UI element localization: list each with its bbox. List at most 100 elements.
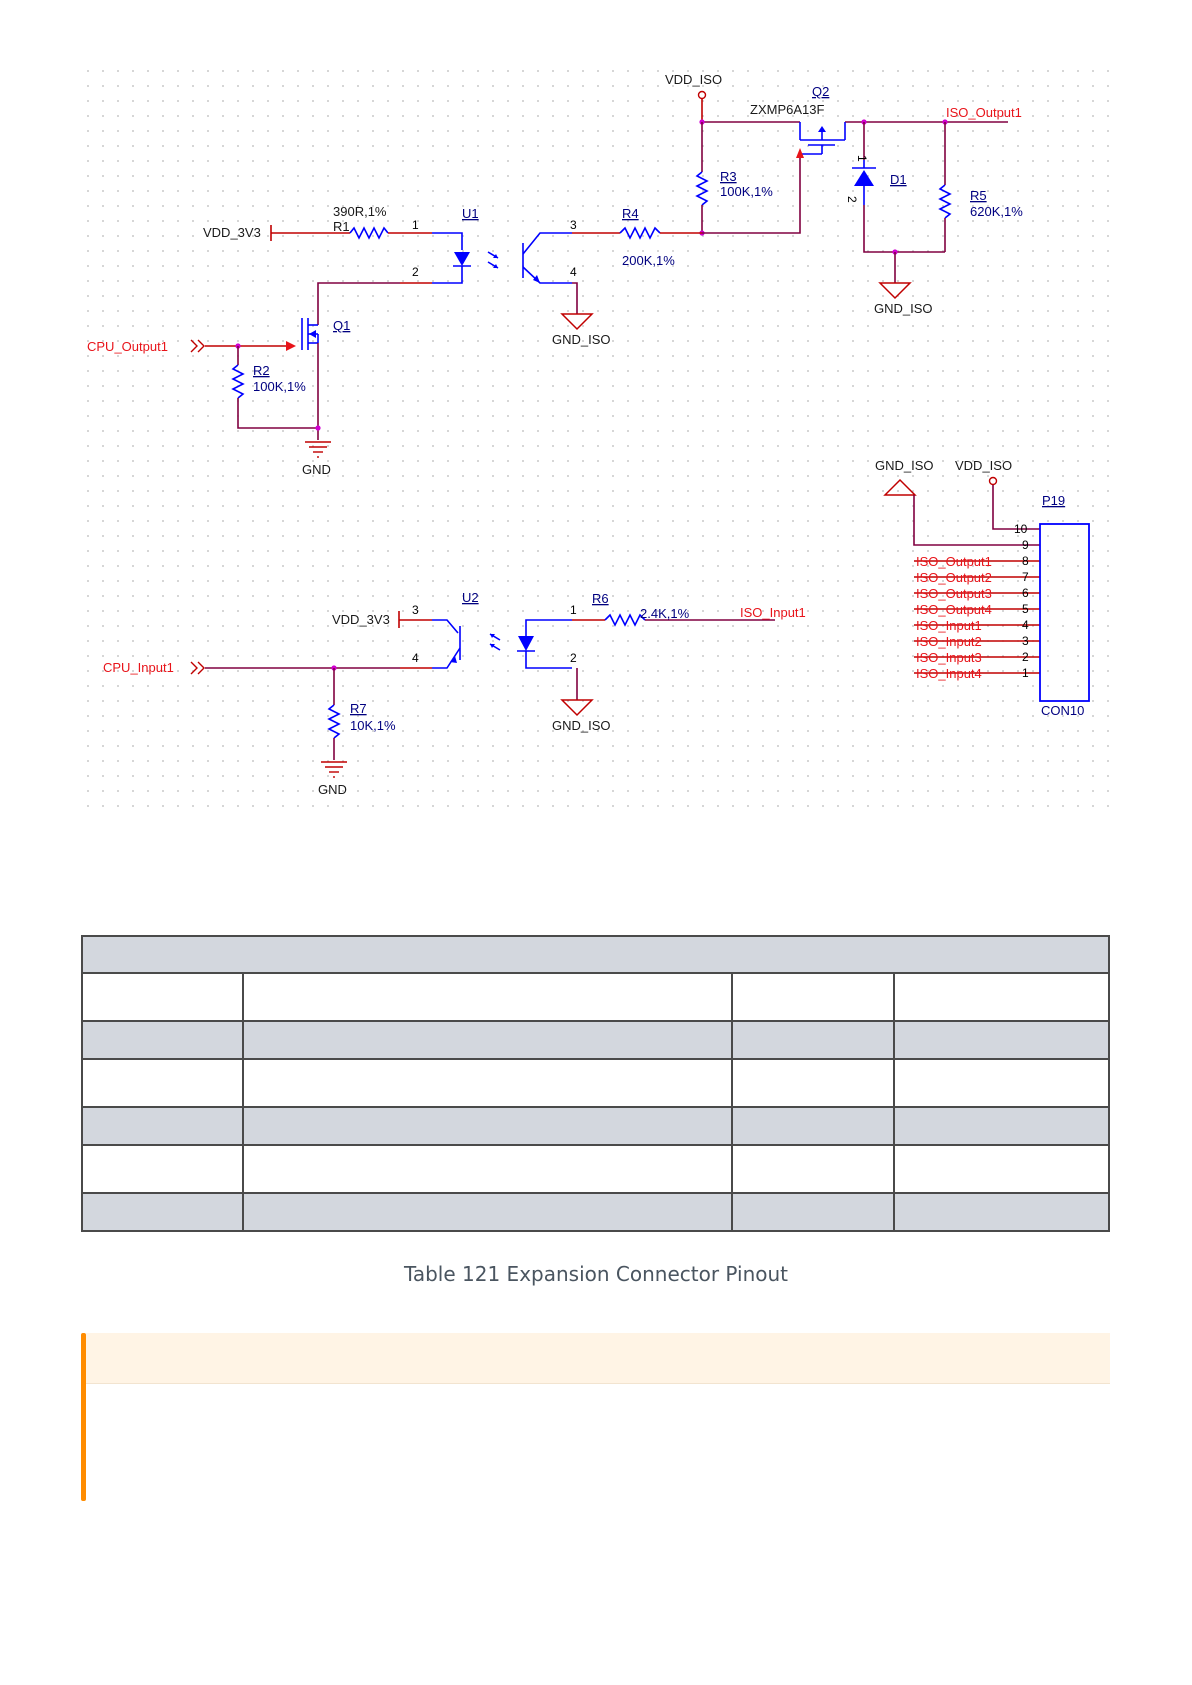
connector-pin: ISO_Input1 4 xyxy=(914,618,1040,633)
table-cell xyxy=(893,1020,1110,1060)
table-cell xyxy=(242,1058,733,1108)
vdd-3v3-label: VDD_3V3 xyxy=(203,225,261,240)
r5-resistor xyxy=(938,184,952,219)
r7-val: 10K,1% xyxy=(350,718,396,733)
vdd-3v3-input-label: VDD_3V3 xyxy=(332,612,390,627)
gnd-iso-d1-label: GND_ISO xyxy=(874,301,933,316)
r1-ref: R1 xyxy=(333,219,350,234)
svg-text:10: 10 xyxy=(1014,522,1028,536)
table-row xyxy=(81,1106,1110,1146)
table-cell xyxy=(242,1144,733,1194)
u2-pin2: 2 xyxy=(570,651,577,665)
u2-pin4: 4 xyxy=(412,651,419,665)
svg-text:5: 5 xyxy=(1022,602,1029,616)
svg-text:2: 2 xyxy=(1022,650,1029,664)
r2-ref: R2 xyxy=(253,363,270,378)
gnd-symbol-2 xyxy=(321,761,347,778)
table-cell xyxy=(81,1020,244,1060)
q1-mosfet xyxy=(301,318,319,350)
svg-text:ISO_Input4: ISO_Input4 xyxy=(916,666,982,681)
table-row xyxy=(81,1058,1110,1108)
r2-resistor xyxy=(231,364,245,399)
q2-mosfet xyxy=(796,122,846,158)
gnd-iso-u2-symbol xyxy=(560,699,594,717)
gnd-iso-d1-symbol xyxy=(878,282,912,300)
r3-ref: R3 xyxy=(720,169,737,184)
table-title-row xyxy=(81,935,1110,974)
schematic-diagram: VDD_ISO ISO_Output1 Q2 ZXMP6A13F R3 100K… xyxy=(86,68,1116,818)
table-caption: Table 121 Expansion Connector Pinout xyxy=(403,1262,789,1286)
table-cell xyxy=(81,1058,244,1108)
gnd-iso-u2-label: GND_ISO xyxy=(552,718,611,733)
r4-resistor xyxy=(619,226,661,240)
vdd-iso-symbol xyxy=(697,90,707,100)
connector-pin: ISO_Output2 7 xyxy=(914,570,1040,585)
connector-pin: ISO_Input2 3 xyxy=(914,634,1040,649)
q2-ref: Q2 xyxy=(812,84,829,99)
svg-text:ISO_Input3: ISO_Input3 xyxy=(916,650,982,665)
table-cell xyxy=(893,1106,1110,1146)
connector-pin: 10 xyxy=(1014,522,1028,536)
svg-text:ISO_Output3: ISO_Output3 xyxy=(916,586,992,601)
r7-resistor xyxy=(327,704,341,739)
pinout-table xyxy=(81,935,1110,1232)
table-row xyxy=(81,972,1110,1022)
d1-pin2: 2 xyxy=(845,196,859,203)
table-cell xyxy=(893,972,1110,1022)
table-cell xyxy=(893,1058,1110,1108)
gnd-iso-u1-symbol xyxy=(560,313,594,331)
gnd-label-1: GND xyxy=(302,462,331,477)
table-cell xyxy=(731,972,895,1022)
r5-ref: R5 xyxy=(970,188,987,203)
table-cell xyxy=(81,972,244,1022)
table-cell xyxy=(731,1144,895,1194)
cpu-output1-label: CPU_Output1 xyxy=(87,339,168,354)
table-cell xyxy=(731,1058,895,1108)
svg-text:ISO_Output2: ISO_Output2 xyxy=(916,570,992,585)
svg-text:3: 3 xyxy=(1022,634,1029,648)
svg-text:9: 9 xyxy=(1022,538,1029,552)
svg-text:ISO_Input2: ISO_Input2 xyxy=(916,634,982,649)
svg-text:4: 4 xyxy=(1022,618,1029,632)
connector-gnd-iso-label: GND_ISO xyxy=(875,458,934,473)
connector-pin: 9 xyxy=(1022,538,1029,552)
d1-pin1: 1 xyxy=(855,155,869,162)
connector-ref: P19 xyxy=(1042,493,1065,508)
connector-part: CON10 xyxy=(1041,703,1084,718)
r4-val: 200K,1% xyxy=(622,253,675,268)
table-cell xyxy=(242,1106,733,1146)
connector-pin: ISO_Output4 5 xyxy=(914,602,1040,617)
table-cell xyxy=(731,1192,895,1232)
r6-val: 2.4K,1% xyxy=(640,606,690,621)
table-row xyxy=(81,1020,1110,1060)
iso-input1-net-label: ISO_Input1 xyxy=(740,605,806,620)
u1-pin4: 4 xyxy=(570,265,577,279)
table-cell xyxy=(242,972,733,1022)
r6-ref: R6 xyxy=(592,591,609,606)
connector-pin: ISO_Output1 8 xyxy=(914,554,1040,569)
r7-ref: R7 xyxy=(350,701,367,716)
gnd-label-2: GND xyxy=(318,782,347,797)
u2-ref: U2 xyxy=(462,590,479,605)
d1-ref: D1 xyxy=(890,172,907,187)
svg-text:8: 8 xyxy=(1022,554,1029,568)
q2-part: ZXMP6A13F xyxy=(750,102,824,117)
table-cell xyxy=(81,1106,244,1146)
gnd-symbol-1 xyxy=(305,441,331,458)
table-cell xyxy=(242,1020,733,1060)
svg-text:ISO_Input1: ISO_Input1 xyxy=(916,618,982,633)
table-cell xyxy=(731,1020,895,1060)
u2-optocoupler xyxy=(399,619,572,669)
gnd-iso-u1-label: GND_ISO xyxy=(552,332,611,347)
connector-p19-body xyxy=(1039,523,1090,702)
q1-ref: Q1 xyxy=(333,318,350,333)
r6-resistor xyxy=(604,613,646,627)
iso-output1-net-label: ISO_Output1 xyxy=(946,105,1022,120)
table-cell xyxy=(81,1144,244,1194)
schematic-grid xyxy=(86,68,1116,818)
r1-val: 390R,1% xyxy=(333,204,387,219)
table-row xyxy=(81,1144,1110,1194)
r3-resistor xyxy=(695,171,709,206)
cpu-input1-label: CPU_Input1 xyxy=(103,660,174,675)
r3-val: 100K,1% xyxy=(720,184,773,199)
